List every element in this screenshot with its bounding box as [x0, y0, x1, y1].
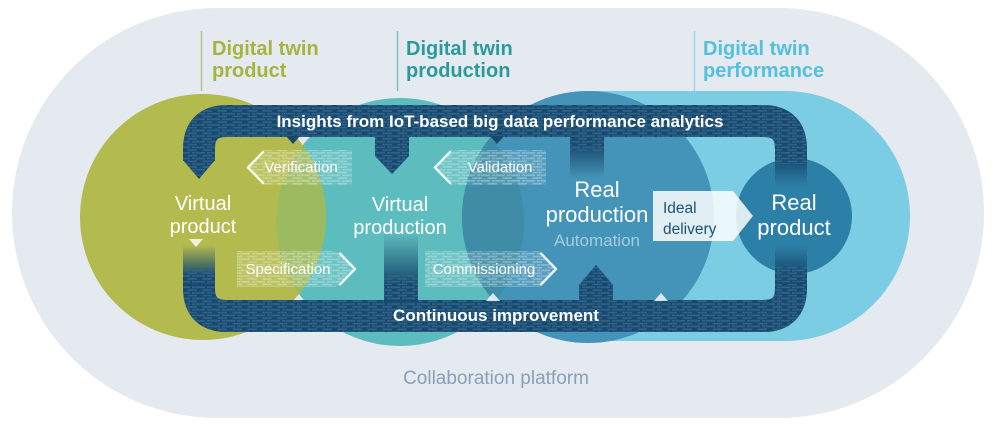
virtual-production-label-1: Virtual	[372, 194, 428, 216]
commissioning-chevron-right-icon	[539, 252, 558, 286]
improvement-band-texture	[183, 283, 807, 332]
insight-band: Insights from IoT-based big data perform…	[183, 105, 807, 186]
header-production-line2: production	[406, 60, 510, 82]
verification-chevron-left-icon	[246, 150, 265, 185]
insight-fade-real-production-texture	[570, 133, 604, 151]
ideal-delivery-line2: delivery	[663, 221, 717, 238]
verification-label: Verification	[264, 159, 337, 176]
connector-commissioning: Commissioning	[425, 251, 558, 287]
real-production-label-2: production	[546, 202, 649, 227]
node-labels: Virtual product Virtual production Real …	[170, 177, 831, 250]
commissioning-label: Commissioning	[433, 261, 536, 278]
insight-band-label: Insights from IoT-based big data perform…	[277, 112, 724, 131]
insight-arrow-tip-production-texture	[375, 133, 409, 174]
improvement-band: Continuous improvement	[183, 233, 807, 332]
header-product-line1: Digital twin	[212, 38, 319, 60]
improvement-fade-product-texture	[183, 268, 215, 284]
specification-chevron-right-icon	[338, 252, 357, 286]
connector-specification: Specification	[237, 251, 357, 287]
improvement-band-label: Continuous improvement	[393, 306, 599, 325]
verification-arrow-body	[246, 150, 352, 185]
improvement-fade-production-texture	[384, 274, 418, 300]
ideal-delivery-callout: Ideal delivery	[653, 191, 753, 241]
header-performance-line2: performance	[703, 60, 824, 82]
ideal-delivery-arrow-shape	[653, 191, 753, 241]
improvement-notch-product	[189, 239, 203, 247]
real-production-label-1: Real	[574, 177, 619, 202]
virtual-product-label-2: product	[170, 216, 237, 238]
specification-arrow-body	[237, 251, 355, 287]
header-production-line1: Digital twin	[406, 38, 513, 60]
header-performance-line1: Digital twin	[703, 38, 810, 60]
improvement-arrow-tip-real-production-texture	[579, 265, 613, 302]
automation-label: Automation	[554, 231, 640, 250]
specification-label: Specification	[245, 261, 330, 278]
insight-arrow-tip-product-texture	[183, 160, 215, 179]
improvement-fade-real-product-texture	[775, 266, 807, 282]
validation-label: Validation	[468, 159, 533, 176]
commissioning-arrow-body	[425, 251, 558, 287]
insight-fade-real-product-texture	[775, 148, 807, 164]
validation-arrow-body	[433, 150, 546, 185]
collaboration-platform-label: Collaboration platform	[403, 368, 589, 389]
virtual-product-label-1: Virtual	[175, 193, 231, 215]
improvement-notch-1	[486, 293, 500, 301]
insight-band-texture	[183, 105, 807, 161]
real-product-label-1: Real	[771, 190, 816, 215]
connector-validation: Validation	[433, 150, 546, 185]
headers: Digital twin product Digital twin produc…	[200, 31, 824, 91]
header-product-line2: product	[212, 60, 287, 82]
ideal-delivery-line1: Ideal	[663, 200, 697, 217]
improvement-notch-2	[654, 293, 668, 301]
validation-chevron-left-icon	[433, 150, 452, 185]
insight-notch-2	[490, 136, 504, 144]
real-product-label-2: product	[757, 215, 830, 240]
insight-notch-1	[286, 136, 300, 144]
real-product-circle	[736, 158, 852, 274]
connector-verification: Verification	[246, 150, 352, 185]
virtual-production-label-2: production	[353, 217, 446, 239]
